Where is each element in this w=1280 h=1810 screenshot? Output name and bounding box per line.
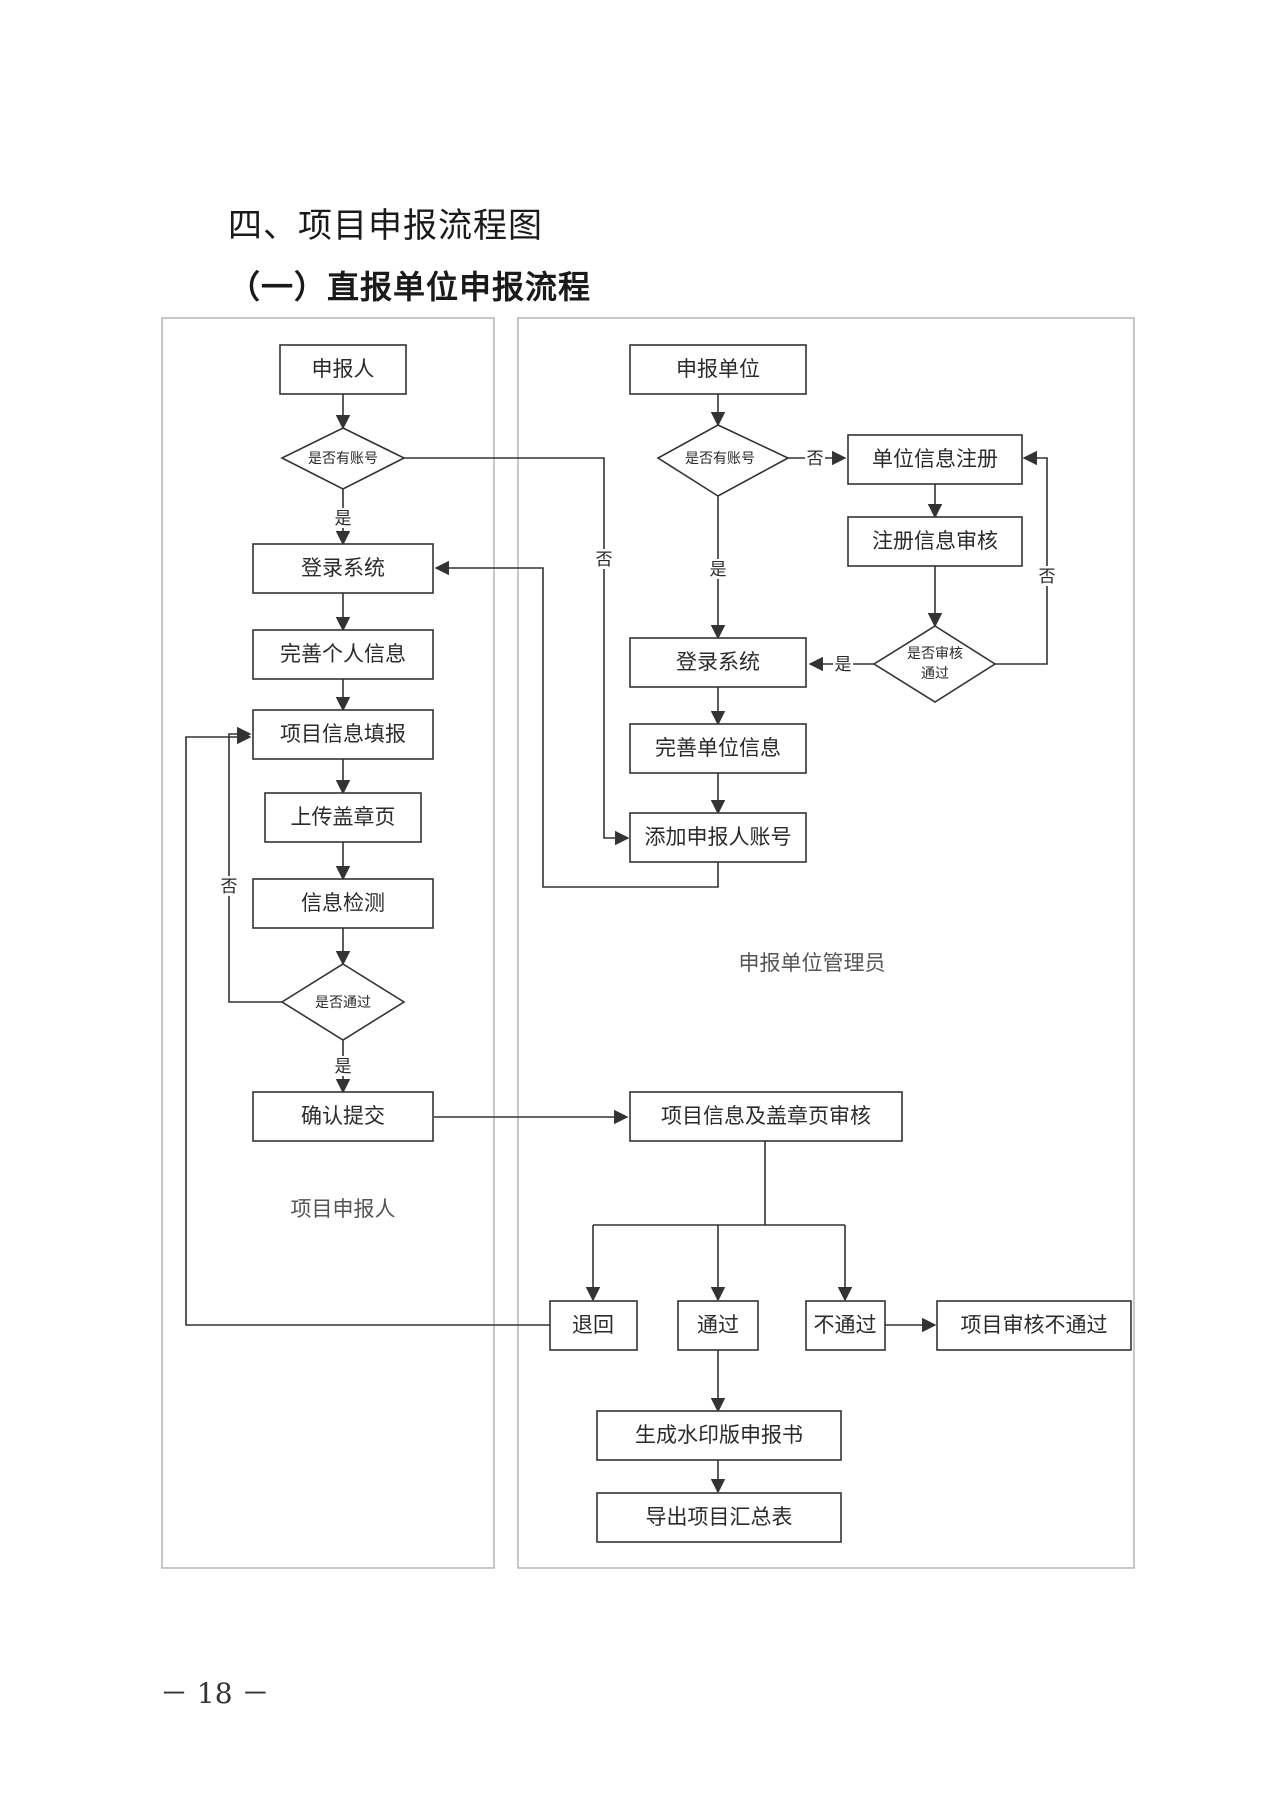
lane-label-unit-admin: 申报单位管理员 bbox=[739, 951, 886, 975]
login-node-left bbox=[252, 543, 434, 594]
has-account-left-label: 是否有账号 bbox=[308, 451, 378, 467]
watermark-doc-label: 生成水印版申报书 bbox=[635, 1423, 803, 1447]
project-fill-node bbox=[252, 709, 434, 760]
applicant-node bbox=[279, 344, 407, 395]
review-failed-label: 项目审核不通过 bbox=[961, 1313, 1108, 1337]
unit-info-node bbox=[629, 723, 807, 774]
upload-stamp-label: 上传盖章页 bbox=[291, 805, 396, 829]
upload-stamp-node bbox=[264, 792, 422, 843]
page-number: － 18 － bbox=[160, 1677, 270, 1710]
confirm-submit-node bbox=[252, 1091, 434, 1142]
review-failed-node bbox=[936, 1300, 1132, 1351]
review-passed-label-1: 是否审核 bbox=[907, 646, 963, 662]
review-passed-decision bbox=[872, 625, 997, 703]
login-left-label: 登录系统 bbox=[301, 556, 385, 580]
lane-applicant bbox=[161, 317, 495, 1569]
project-fill-label: 项目信息填报 bbox=[280, 722, 406, 746]
edge-label-yes-account-left: 是 bbox=[335, 509, 352, 529]
export-summary-node bbox=[596, 1492, 842, 1543]
register-review-node bbox=[847, 516, 1023, 567]
unit-node bbox=[629, 344, 807, 395]
confirm-submit-label: 确认提交 bbox=[301, 1104, 385, 1128]
unit-register-node bbox=[847, 434, 1023, 485]
register-review-label: 注册信息审核 bbox=[872, 529, 998, 553]
pass-label: 通过 bbox=[697, 1313, 739, 1337]
add-account-label: 添加申报人账号 bbox=[645, 825, 792, 849]
has-account-right-label: 是否有账号 bbox=[685, 451, 755, 467]
edge-label-no-account-right: 否 bbox=[807, 449, 824, 469]
edge-label-yes-check: 是 bbox=[335, 1057, 352, 1077]
info-check-node bbox=[252, 878, 434, 929]
project-review-node bbox=[629, 1091, 903, 1142]
passed-check-decision bbox=[280, 963, 406, 1041]
login-node-right bbox=[629, 637, 807, 688]
applicant-label: 申报人 bbox=[312, 357, 375, 381]
passed-check-label: 是否通过 bbox=[315, 995, 371, 1011]
review-passed-label-2: 通过 bbox=[921, 666, 949, 682]
page-subtitle: （一）直报单位申报流程 bbox=[228, 268, 592, 306]
edge-label-yes-review: 是 bbox=[835, 655, 852, 675]
info-check-label: 信息检测 bbox=[301, 891, 385, 915]
edge-label-yes-account-right: 是 bbox=[710, 560, 727, 580]
edge-label-no-account-left: 否 bbox=[596, 550, 613, 570]
lane-label-applicant: 项目申报人 bbox=[291, 1197, 396, 1221]
returned-node bbox=[549, 1300, 638, 1351]
fail-node bbox=[805, 1300, 886, 1351]
add-account-node bbox=[629, 812, 807, 863]
personal-info-label: 完善个人信息 bbox=[280, 642, 406, 666]
page-title: 四、项目申报流程图 bbox=[228, 206, 543, 246]
returned-label: 退回 bbox=[572, 1313, 614, 1337]
lane-unit-admin bbox=[517, 317, 1135, 1569]
edge-label-no-check: 否 bbox=[221, 877, 238, 897]
pass-node bbox=[677, 1300, 759, 1351]
unit-info-label: 完善单位信息 bbox=[655, 736, 781, 760]
project-review-label: 项目信息及盖章页审核 bbox=[661, 1104, 871, 1128]
unit-register-label: 单位信息注册 bbox=[872, 447, 998, 471]
unit-label: 申报单位 bbox=[676, 357, 760, 381]
has-account-decision-left bbox=[280, 427, 406, 490]
edge-label-no-review: 否 bbox=[1039, 567, 1056, 587]
login-right-label: 登录系统 bbox=[676, 650, 760, 674]
fail-label: 不通过 bbox=[814, 1313, 877, 1337]
has-account-decision-right bbox=[656, 424, 790, 497]
personal-info-node bbox=[252, 629, 434, 680]
export-summary-label: 导出项目汇总表 bbox=[646, 1505, 793, 1529]
watermark-doc-node bbox=[596, 1410, 842, 1461]
